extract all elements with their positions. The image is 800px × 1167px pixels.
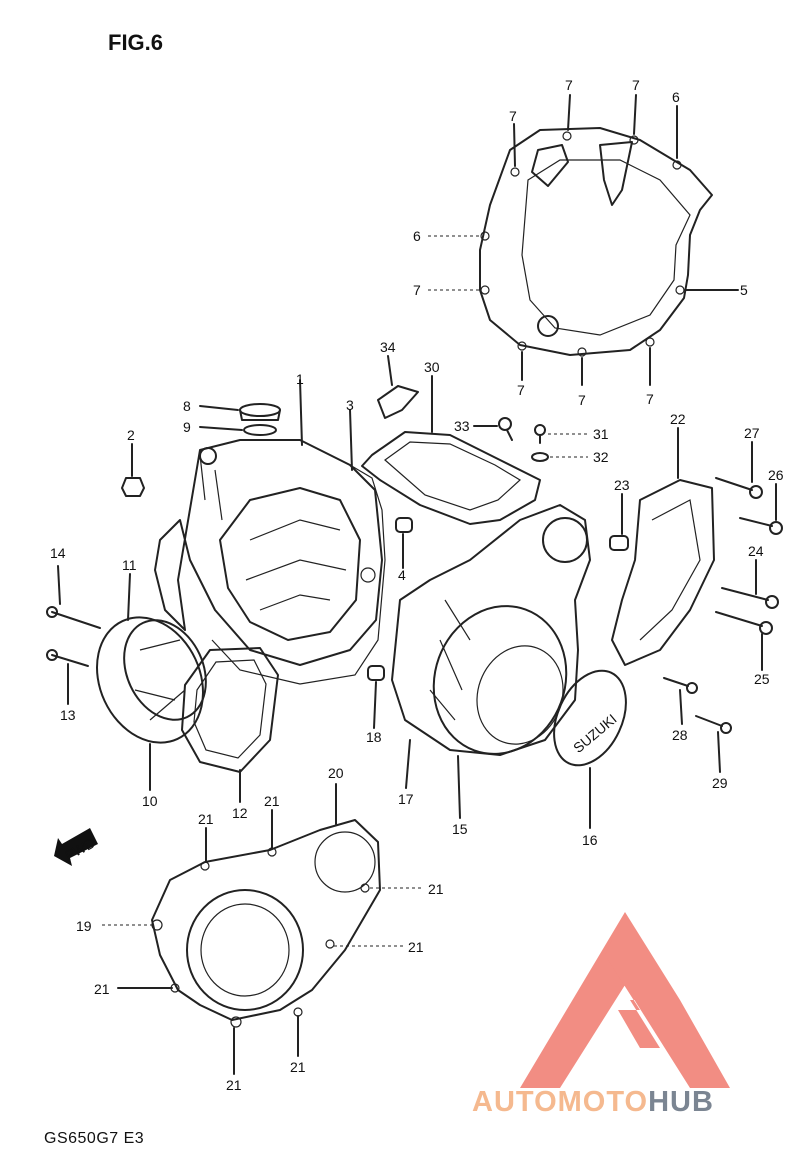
dowel-pin-23 — [609, 535, 629, 551]
callout-34: 34 — [380, 339, 396, 355]
callout-7d: 7 — [413, 282, 421, 298]
watermark-text-part2: HUB — [648, 1086, 714, 1118]
callout-14: 14 — [50, 545, 66, 561]
callout-5: 5 — [740, 282, 748, 298]
callout-17: 17 — [398, 791, 414, 807]
bolts-13-14 — [46, 606, 101, 667]
callout-6a: 6 — [672, 89, 680, 105]
crankcase-cover — [154, 439, 386, 685]
callout-20: 20 — [328, 765, 344, 781]
callout-10: 10 — [142, 793, 158, 809]
sprocket-cover — [611, 477, 783, 734]
callout-15: 15 — [452, 821, 468, 837]
callout-12: 12 — [232, 805, 248, 821]
oil-filler-cap — [239, 403, 281, 436]
screws-31-32-33 — [498, 417, 549, 462]
breather-cover — [361, 385, 541, 525]
callout-27: 27 — [744, 425, 760, 441]
callout-4: 4 — [398, 567, 406, 583]
callout-32: 32 — [593, 449, 609, 465]
callout-21c: 21 — [428, 881, 444, 897]
callout-7a: 7 — [509, 108, 517, 124]
model-code: GS650G7 E3 — [44, 1130, 145, 1147]
callout-2: 2 — [127, 427, 135, 443]
leader-lines — [57, 94, 777, 1075]
plug-cap — [121, 477, 145, 497]
callout-7f: 7 — [578, 392, 586, 408]
dowel-pin-4 — [395, 517, 413, 533]
brand-mark-text: SUZUKI — [570, 711, 620, 756]
callout-21g: 21 — [290, 1059, 306, 1075]
callout-33: 33 — [454, 418, 470, 434]
callout-31: 31 — [593, 426, 609, 442]
callout-11: 11 — [122, 557, 137, 573]
callout-13: 13 — [60, 707, 76, 723]
watermark-logo — [520, 912, 730, 1088]
callout-30: 30 — [424, 359, 440, 375]
callout-8: 8 — [183, 398, 191, 414]
figure-title: FIG.6 — [108, 30, 164, 55]
clutch-cover — [391, 504, 627, 767]
watermark-text: AUTOMOTOHUB — [472, 1086, 714, 1119]
callout-19: 19 — [76, 918, 92, 934]
callout-7b: 7 — [565, 77, 573, 93]
callout-9: 9 — [183, 419, 191, 435]
callout-numbers: 1 2 3 4 5 6 6 7 7 7 7 7 7 7 8 9 10 11 12… — [50, 77, 784, 1093]
callout-1: 1 — [296, 371, 304, 387]
callout-21f: 21 — [226, 1077, 242, 1093]
callout-26: 26 — [768, 467, 784, 483]
callout-24: 24 — [748, 543, 764, 559]
callout-21e: 21 — [94, 981, 110, 997]
callout-23: 23 — [614, 477, 630, 493]
callout-7c: 7 — [632, 77, 640, 93]
callout-21a: 21 — [198, 811, 214, 827]
dowel-pin-18 — [367, 665, 385, 681]
signal-generator-cover — [96, 616, 279, 773]
callout-25: 25 — [754, 671, 770, 687]
callout-7g: 7 — [646, 391, 654, 407]
clutch-cover-outer — [479, 127, 713, 357]
watermark-text-part1: AUTOMOTO — [472, 1086, 649, 1118]
callout-7e: 7 — [517, 382, 525, 398]
callout-22: 22 — [670, 411, 686, 427]
callout-28: 28 — [672, 727, 688, 743]
callout-18: 18 — [366, 729, 382, 745]
callout-3: 3 — [346, 397, 354, 413]
callout-21d: 21 — [408, 939, 424, 955]
callout-21b: 21 — [264, 793, 280, 809]
forward-direction-arrow — [54, 828, 98, 866]
generator-cover — [151, 819, 381, 1028]
callout-6b: 6 — [413, 228, 421, 244]
callout-29: 29 — [712, 775, 728, 791]
callout-16: 16 — [582, 832, 598, 848]
